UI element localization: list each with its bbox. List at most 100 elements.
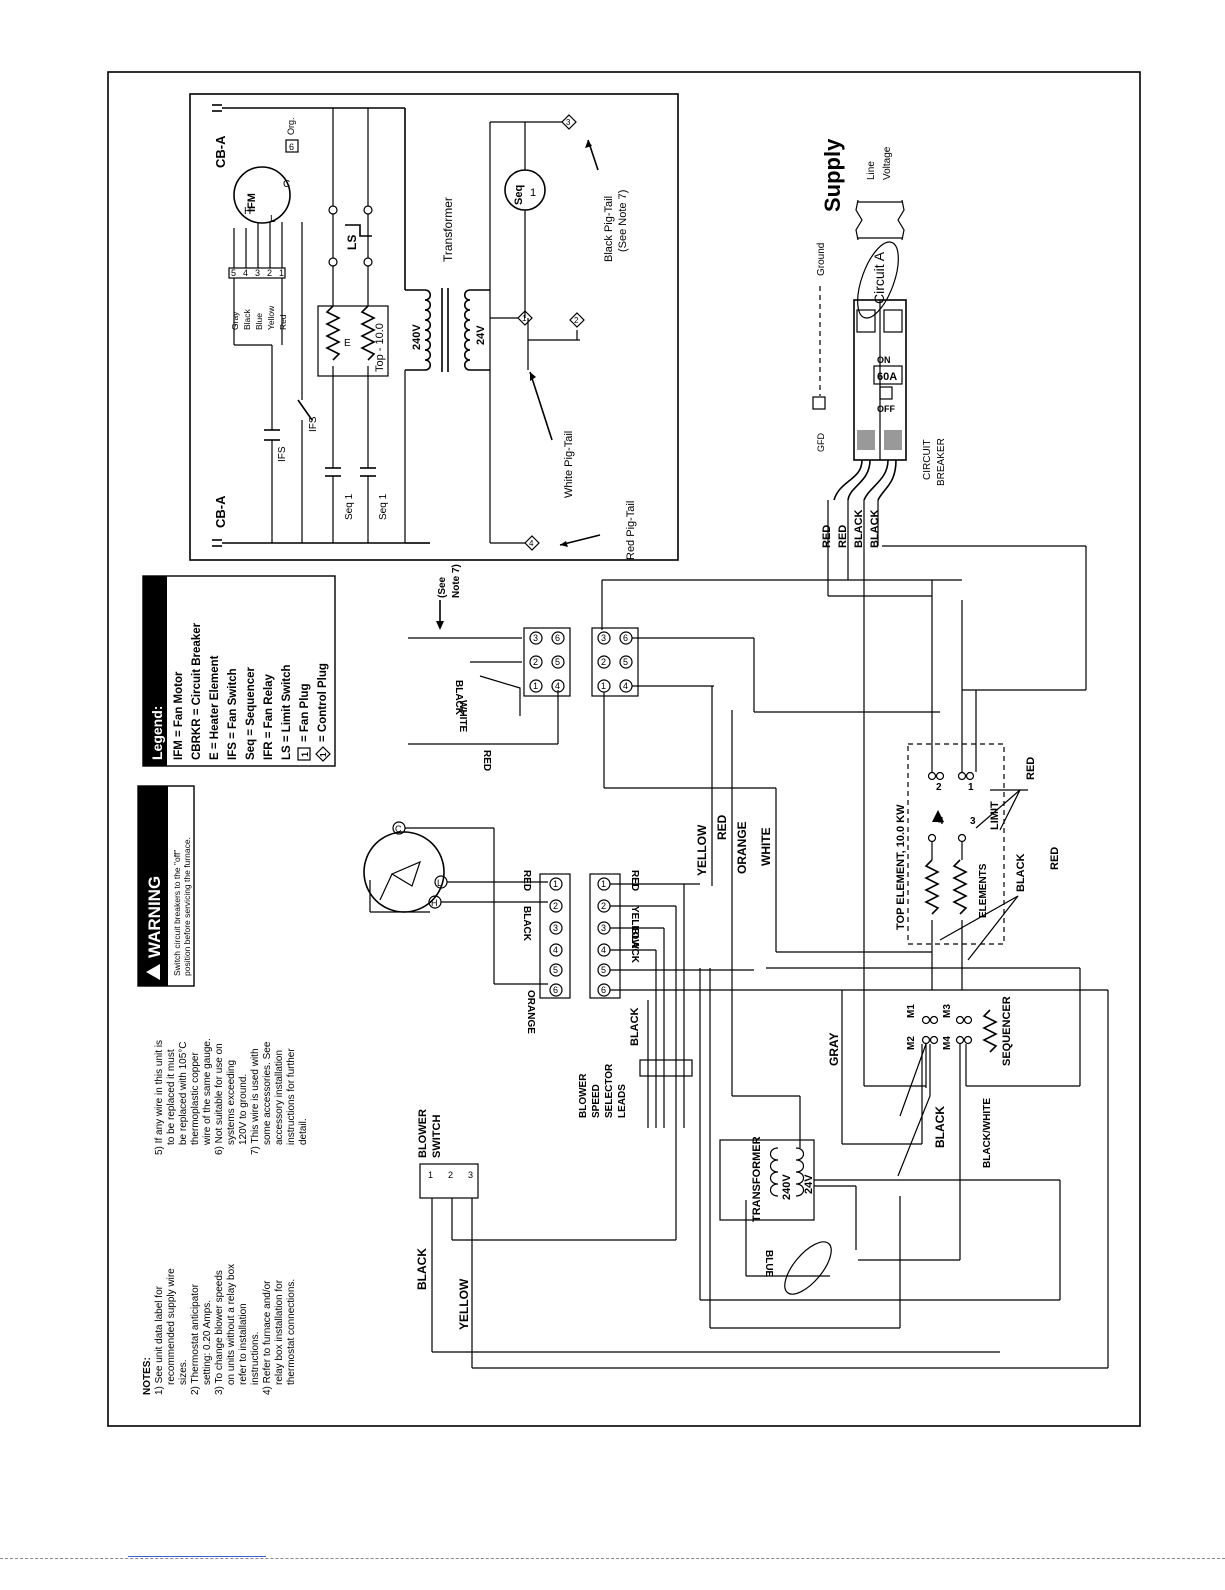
limit-pin: 3 [970,816,976,827]
lower-transformer: TRANSFORMER 240V 24V BLUE [699,710,1061,1329]
motor-plug-body [539,873,571,999]
plug-a-pin: 2 [533,657,538,667]
breaker-toggle-icon [879,386,893,400]
note-line: to be replaced it must [166,1049,177,1145]
motor-plug-pin: 1 [553,879,558,889]
elem-black: BLACK [1015,853,1027,892]
warning-line: Switch circuit breakers to the "off" [172,850,182,976]
outer-frame [107,71,1141,1427]
see-note7-a: (See [437,576,448,598]
motor-lead-label: Black [242,308,252,330]
control-plug-symbol: 1 [319,752,328,757]
element-2-icon [952,859,968,915]
limit-red: RED [1025,757,1037,780]
see-note7-label: (See Note 7) [617,190,629,252]
speed-black: BLACK [629,1007,641,1046]
motor-lead-label: Gray [230,311,240,330]
fan-plug: 1 2 3 4 5 6 RED YELLOW BLACK [589,870,1108,1240]
supply-lead: RED [821,525,833,548]
line-voltage-2: Voltage [882,146,893,180]
cb-a-top-label: CB-A [213,135,228,168]
gfd-terminal-icon [812,396,826,410]
heater-element-e2-icon [360,305,376,361]
transformer-primary-icon [405,289,432,371]
note-line: 6) Not suitable for use on [214,1043,225,1155]
wire-labels: YELLOW RED ORANGE WHITE GRAY BLACK BLACK… [695,814,993,1168]
fan-plug-symbol: 1 [300,752,310,757]
legend-item: CBRKR = Circuit Breaker [191,622,203,760]
plug-a-pin: 6 [555,633,560,643]
warning-banner [138,786,168,986]
plug-a-pin: 4 [555,681,560,691]
legend-title: Legend: [149,706,165,760]
transformer-label: Transformer [441,197,455,262]
motor-pin: 3 [255,268,260,278]
fan-plug-body [589,873,621,999]
ifm-motor-icon [233,166,291,224]
notes-title: NOTES: [142,1357,153,1395]
motor-plug-orange: ORANGE [525,990,536,1034]
legend-frame [142,575,336,767]
transformer-box [719,1139,815,1221]
switch-pin: 3 [468,1170,473,1180]
seq1b-label: Seq 1 [378,493,389,520]
fan-plug-pin: 6 [601,985,606,995]
supply-lead: BLACK [869,509,881,548]
note-line: wire of the same gauge. [202,1038,213,1146]
motor-plug-pin: 6 [553,985,558,995]
wire-gray: GRAY [827,1032,841,1066]
plug-a-white: WHITE [457,700,468,733]
note-line: 120V to ground. [238,1074,249,1145]
cb-a-bottom-label: CB-A [213,495,228,528]
note-line: instructions. [250,1332,261,1385]
sequencer-label: SEQUENCER [1001,996,1013,1066]
blower-speed-3: SELECTOR [604,1063,615,1118]
legend-item: E = Heater Element [209,655,221,760]
heater-element-e1-icon [325,305,341,361]
elements-label: ELEMENTS [978,863,989,918]
t24-label: 24V [803,1174,815,1194]
note-line: 3) To change blower speeds [214,1270,225,1395]
note-line: detail. [298,1118,309,1145]
gfd-label: GFD [816,433,826,452]
plug-a-pin: 1 [533,681,538,691]
motor-plug-black: BLACK [521,906,532,942]
motor-l: L [270,214,276,225]
speed-selector-clamp [639,1059,693,1077]
motor-lead-label: Blue [254,313,264,330]
motor-plug-pin: 2 [553,901,558,911]
motor-l: L [437,878,442,888]
wire-black: BLACK [933,1106,947,1148]
limit-pin: 1 [968,782,974,793]
interconnect-wires [604,500,940,1145]
note-line: thermoplastic copper [190,1052,201,1145]
legend-item: = Control Plug [317,663,329,742]
note-line: 4) Refer to furnace and/or [262,1280,273,1395]
blower-switch-body [419,1163,479,1199]
blue-wire-ring [784,1241,832,1295]
control-plug-1: 1 [522,314,527,323]
control-plug-2-icon [569,312,585,328]
element-1-icon [924,859,940,915]
bs-yellow: YELLOW [457,1278,471,1330]
black-pigtail-label: Black Pig-Tail [603,196,615,262]
control-plug-symbol-icon [315,746,331,762]
motor-plug-pin: 5 [553,965,558,975]
plug-six: 6 [289,142,294,152]
control-plug-3-icon [561,114,577,130]
notes-block: NOTES: 1) See unit data label for recomm… [142,1038,309,1395]
blower-speed-2: SPEED [591,1084,602,1118]
circuit-a-label: Circuit A [871,251,887,304]
motor-pin: 2 [267,268,272,278]
blower-speed-selector: BLACK BLOWER SPEED SELECTOR LEADS [578,1007,693,1118]
blower-motor: C L H 1 2 3 4 5 6 RED BLACK ORANGE [363,821,571,1034]
control-plug-4-icon [524,535,540,551]
legend-item: IFR = Fan Relay [263,673,275,760]
plug-a-pin: 5 [555,657,560,667]
warning-line: position before servicing the furnace. [182,837,192,976]
v24-label: 24V [475,325,487,345]
top-element-dashed-box [907,743,1005,945]
wire-white: WHITE [759,827,773,866]
fan-plug-pin: 1 [601,879,606,889]
line-voltage-1: Line [866,161,877,180]
